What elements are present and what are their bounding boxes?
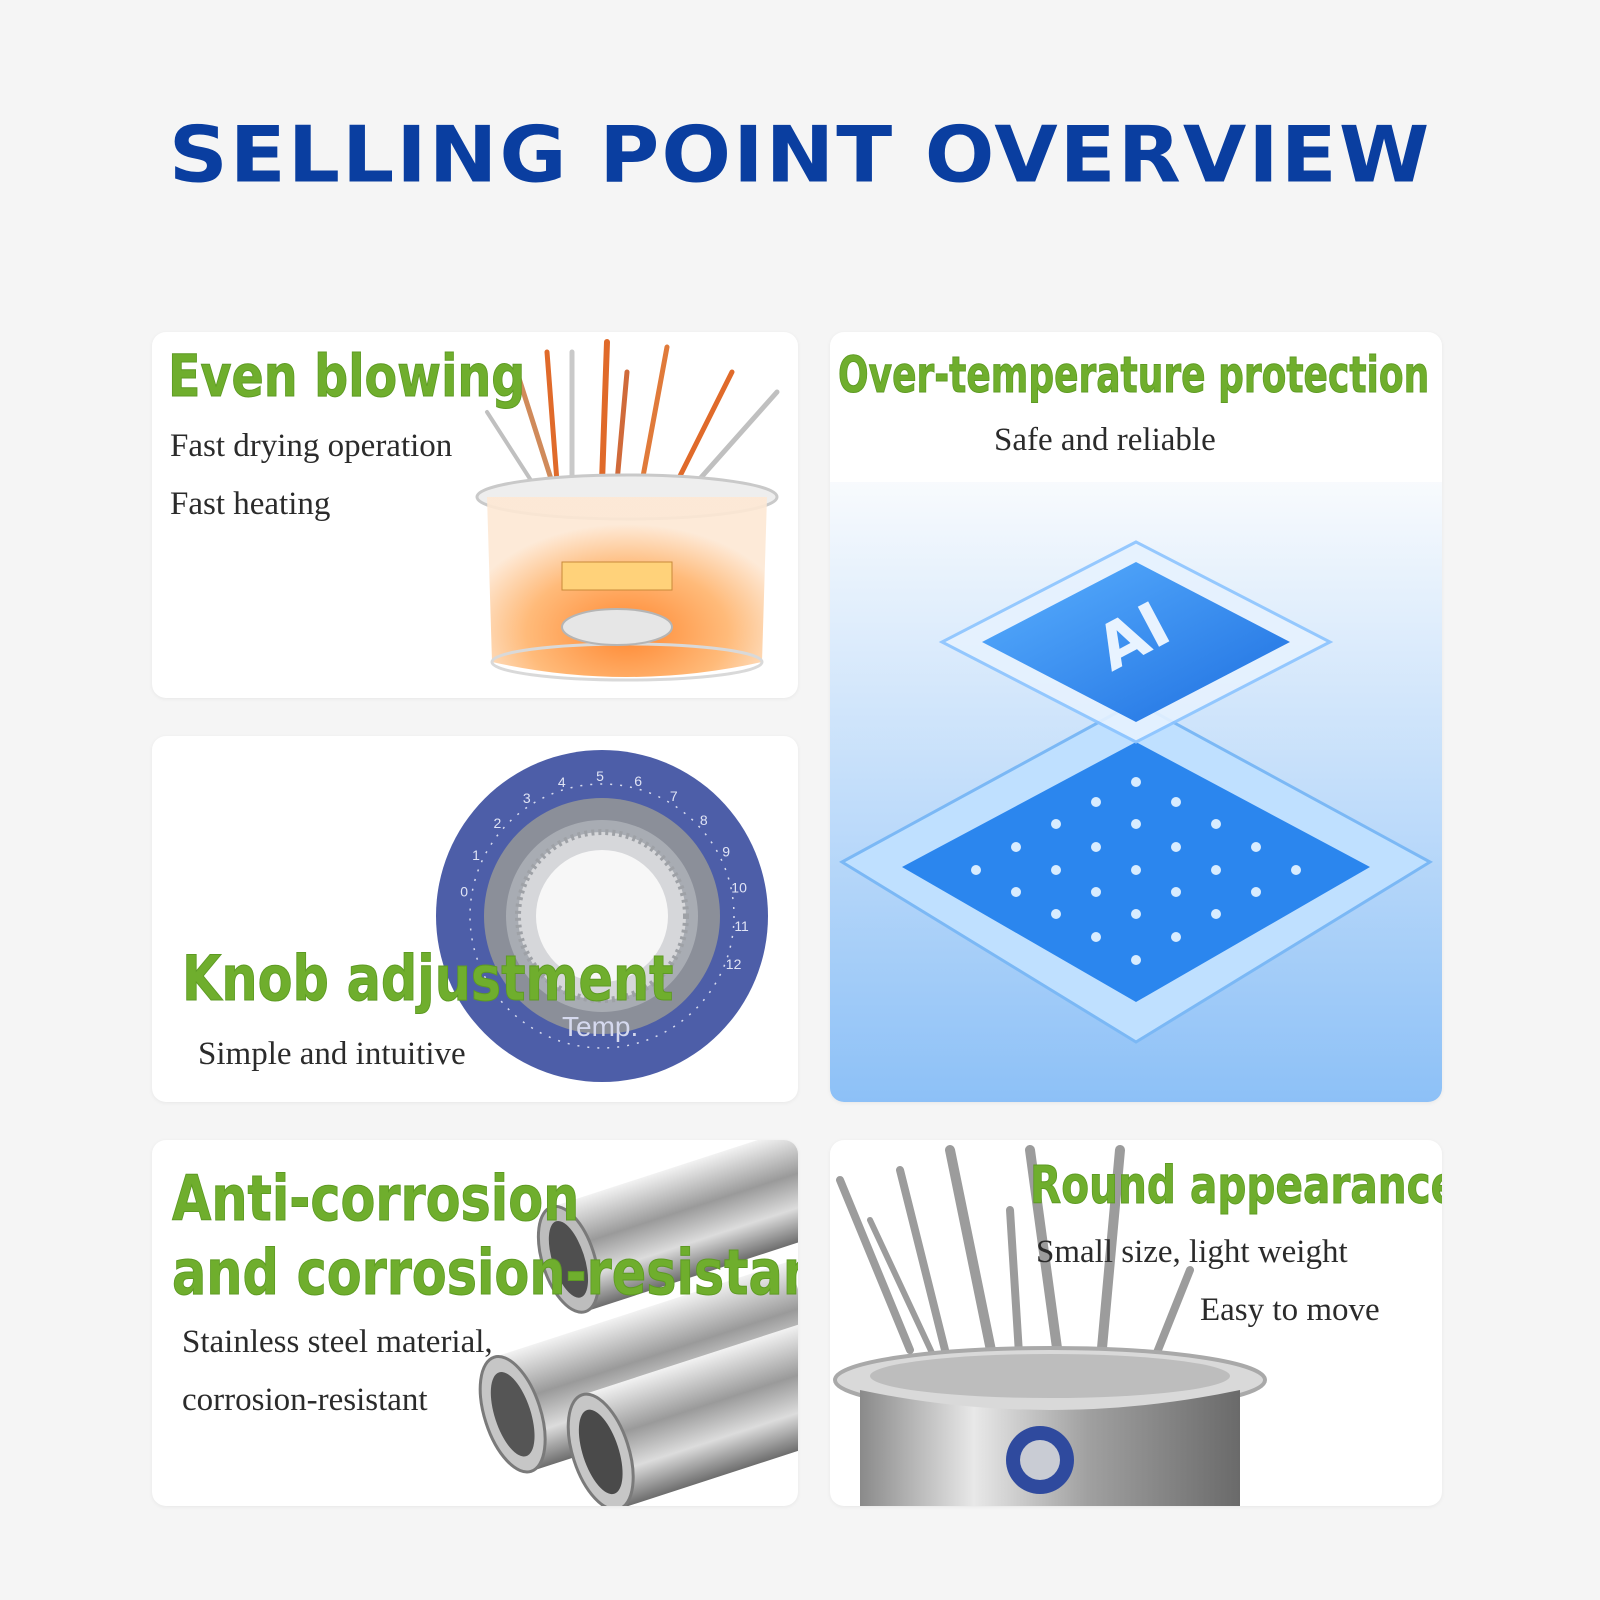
dial-number: 9 [722,843,730,859]
dial-number: 0 [460,884,468,900]
dial-number: 12 [726,956,742,972]
card-text-line1: Safe and reliable [994,422,1216,458]
dial-label: Temp. [562,1011,638,1042]
dial-number: 6 [634,773,642,789]
card-text-line2: Fast heating [170,486,331,522]
dryer-heating-icon [475,339,780,682]
dial-number: 3 [523,790,531,806]
dial-number: 1 [472,847,480,863]
steel-pipes-icon [478,1140,798,1506]
card-text-line1: Fast drying operation [170,428,453,464]
dial-number: 4 [558,774,566,790]
card-text-line2: corrosion-resistant [182,1382,428,1418]
card-even-blowing: Even blowing Fast drying operation Fast … [152,332,798,698]
card-text-line1: Small size, light weight [1036,1234,1348,1270]
card-heading-line2: and corrosion-resistant [172,1236,798,1310]
ai-chip-icon: AI [830,482,1442,1102]
card-heading: Round appearance [1030,1156,1442,1217]
dial-number: 2 [494,815,502,831]
card-heading-line1: Anti-corrosion [172,1162,580,1236]
card-text-line1: Stainless steel material, [182,1324,493,1360]
dial-number: 7 [670,788,678,804]
dial-number: 5 [596,768,604,784]
dial-number: 11 [734,918,749,934]
card-text-line2: Easy to move [1200,1292,1380,1328]
dial-number: 10 [731,880,747,896]
card-text-line1: Simple and intuitive [198,1036,466,1072]
card-anti-corrosion: Anti-corrosion and corrosion-resistant S… [152,1140,798,1506]
card-heading: Even blowing [168,342,526,411]
card-over-temperature: AI Over-temperature protection Safe and … [830,332,1442,1102]
page-title: SELLING POINT OVERVIEW [168,110,1432,201]
card-round-appearance: Round appearance Small size, light weigh… [830,1140,1442,1506]
dial-number: 8 [700,812,708,828]
round-dryer-icon [833,1145,1267,1506]
card-heading: Over-temperature protection [838,346,1430,405]
card-heading: Knob adjustment [182,942,674,1016]
